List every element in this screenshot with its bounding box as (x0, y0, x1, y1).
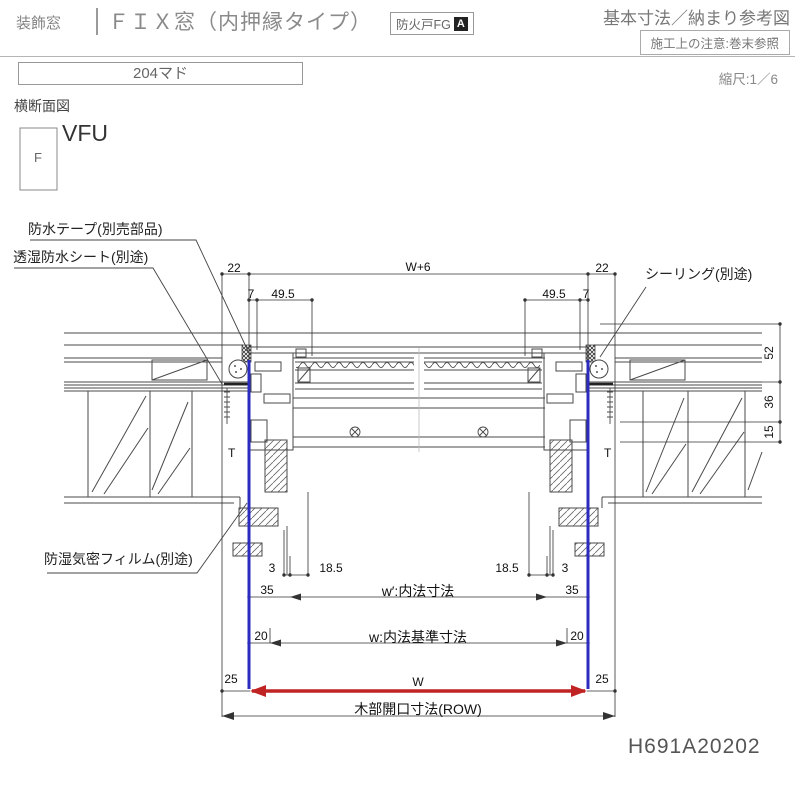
header-rule (0, 56, 795, 57)
dim-w-label: W (412, 675, 424, 689)
dim-25-right: 25 (595, 672, 609, 686)
dim-25-left: 25 (224, 672, 238, 686)
screw-symbols (224, 388, 613, 438)
dim-22-right: 22 (595, 261, 609, 275)
fire-rating-label: 防火戸FG (396, 18, 451, 32)
anchor-plane-blue-lines (247, 360, 590, 689)
callout-waterproof-tape: 防水テープ(別売部品) (28, 221, 163, 237)
product-code-label: VFU (62, 120, 108, 146)
dim-t-left: T (228, 446, 236, 460)
dim-22-left: 22 (227, 261, 241, 275)
dim-3-right: 3 (561, 561, 569, 575)
page-title: ＦＩＸ窓（内押縁タイプ） (108, 11, 372, 34)
center-break-line (414, 348, 424, 452)
sealing-details (224, 344, 613, 386)
dimension-ticks (220, 272, 782, 720)
callout-leader-lines (14, 239, 647, 574)
category-label: 装飾窓 (16, 15, 62, 32)
dim-w-prime-label: w′:内法寸法 (381, 583, 455, 599)
wall-section-lines (64, 332, 763, 508)
fire-rating-badge: 防火戸FG A (390, 12, 474, 35)
callout-sealing: シーリング(別途) (645, 266, 753, 282)
dim-18-5-left: 18.5 (319, 561, 343, 575)
dim-49-5-left: 49.5 (271, 287, 295, 301)
dim-row-label: 木部開口寸法(ROW) (354, 701, 482, 717)
frame-symbol-letter: F (34, 150, 42, 165)
dim-20-left: 20 (254, 629, 268, 643)
dim-35-left: 35 (260, 583, 274, 597)
construction-note-box: 施工上の注意:巻末参照 (639, 30, 790, 55)
dim-36: 36 (762, 395, 776, 409)
dim-18-5-right: 18.5 (495, 561, 519, 575)
dim-w-plus-6: W+6 (405, 260, 431, 274)
dim-15: 15 (762, 425, 776, 439)
scale-label: 縮尺:1／6 (718, 72, 778, 87)
callout-vapor-film: 防湿気密フィルム(別途) (44, 551, 193, 567)
dim-35-right: 35 (565, 583, 579, 597)
dim-3-left: 3 (268, 561, 276, 575)
callout-moisture-sheet: 透湿防水シート(別途) (13, 249, 149, 265)
section-view-label: 横断面図 (14, 98, 70, 114)
dimension-lines (221, 273, 781, 717)
size-name-box: 204マド (18, 62, 303, 85)
dim-49-5-right: 49.5 (542, 287, 566, 301)
document-number: H691A20202 (628, 735, 761, 758)
dim-t-right: T (604, 446, 612, 460)
fire-rating-mark: A (453, 16, 468, 31)
frame-symbol-box (19, 127, 58, 191)
width-w-red-dimension (250, 685, 587, 697)
wood-trim-hatch (232, 439, 605, 557)
dim-52: 52 (762, 346, 776, 360)
dim-7-left: 7 (247, 287, 255, 301)
dim-20-right: 20 (570, 629, 584, 643)
reference-title: 基本寸法／納まり参考図 (603, 9, 790, 28)
dim-w-base-label: w:内法基準寸法 (369, 629, 467, 645)
dim-7-right: 7 (582, 287, 590, 301)
header-divider (96, 8, 98, 35)
